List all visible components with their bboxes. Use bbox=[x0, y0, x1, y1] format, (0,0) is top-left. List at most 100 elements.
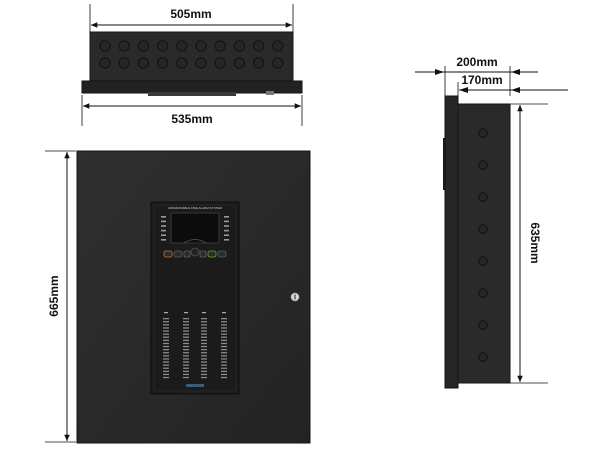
zone-led bbox=[221, 358, 227, 360]
zone-led bbox=[163, 330, 169, 332]
zone-led bbox=[201, 367, 207, 369]
zone-led bbox=[163, 342, 169, 345]
zone-led bbox=[201, 355, 207, 357]
zone-led bbox=[183, 333, 189, 335]
cable-knockout-icon bbox=[478, 320, 488, 330]
zone-led bbox=[221, 321, 227, 323]
cabinet-side-body bbox=[457, 103, 511, 384]
zone-led bbox=[201, 339, 207, 341]
zone-led bbox=[163, 364, 169, 366]
zone-led bbox=[183, 336, 189, 338]
status-led bbox=[224, 216, 229, 218]
zone-led bbox=[183, 376, 189, 379]
zone-led bbox=[163, 376, 169, 379]
zone-led bbox=[201, 342, 207, 345]
svg-text:ADDRESSABLE FIRE ALARM SYSTEM: ADDRESSABLE FIRE ALARM SYSTEM bbox=[168, 206, 223, 210]
zone-header bbox=[202, 312, 206, 314]
zone-led bbox=[163, 339, 169, 341]
status-led bbox=[224, 220, 229, 223]
cable-knockout-icon bbox=[195, 40, 207, 52]
status-led bbox=[224, 239, 229, 241]
zone-header bbox=[222, 312, 226, 314]
zone-led bbox=[221, 367, 227, 369]
cable-knockout-icon bbox=[156, 40, 169, 52]
zone-led bbox=[183, 361, 189, 363]
cabinet-top-body bbox=[89, 31, 294, 83]
zone-led bbox=[221, 330, 227, 332]
zone-led bbox=[201, 336, 207, 338]
zone-led bbox=[201, 318, 207, 320]
zone-led bbox=[163, 349, 169, 351]
zone-led bbox=[201, 373, 207, 376]
side-view: 200mm 170mm 635mm bbox=[415, 55, 568, 389]
zone-led bbox=[221, 355, 227, 357]
zone-led bbox=[183, 324, 189, 326]
cable-knockout-icon bbox=[272, 57, 284, 69]
zone-led bbox=[201, 330, 207, 332]
zone-led bbox=[201, 376, 207, 379]
cabinet-side-flange bbox=[444, 95, 459, 389]
cable-knockout-icon bbox=[478, 224, 488, 234]
cable-knockout-icon bbox=[99, 40, 111, 52]
top-width-label: 505mm bbox=[170, 7, 211, 21]
status-led-column-left bbox=[161, 216, 166, 241]
front-view: 665mm ADDRESSABLE FIRE ALARM SYSTEM bbox=[45, 150, 311, 444]
cable-knockout-icon bbox=[99, 57, 111, 69]
function-keys bbox=[163, 250, 227, 258]
zone-led bbox=[221, 333, 227, 335]
zone-led bbox=[183, 345, 189, 348]
zone-indicator-grid bbox=[163, 312, 227, 379]
zone-led bbox=[221, 373, 227, 376]
zone-led bbox=[221, 349, 227, 351]
zone-led bbox=[221, 361, 227, 363]
zone-led bbox=[221, 336, 227, 338]
zone-led bbox=[183, 373, 189, 376]
cable-knockout-icon bbox=[214, 57, 226, 69]
status-led bbox=[161, 239, 166, 241]
status-led bbox=[161, 229, 166, 232]
cable-knockout-icon bbox=[156, 57, 169, 69]
status-led bbox=[224, 225, 229, 227]
status-led bbox=[161, 216, 166, 218]
zone-led bbox=[183, 330, 189, 332]
front-height-label: 665mm bbox=[47, 275, 61, 316]
status-led-column-right bbox=[224, 216, 229, 241]
cable-knockout-icon bbox=[137, 40, 150, 52]
zone-led bbox=[163, 321, 169, 323]
zone-led bbox=[183, 321, 189, 323]
status-led bbox=[224, 234, 229, 236]
zone-led bbox=[163, 336, 169, 338]
outer-depth-label: 200mm bbox=[456, 55, 497, 69]
lock-icon bbox=[290, 292, 300, 302]
zone-led bbox=[163, 373, 169, 376]
cable-knockout-icon bbox=[176, 40, 188, 52]
zone-header bbox=[184, 312, 188, 314]
cable-knockout-icon bbox=[478, 192, 488, 202]
zone-led bbox=[201, 345, 207, 348]
zone-led bbox=[201, 358, 207, 360]
status-led bbox=[161, 234, 166, 236]
zone-led bbox=[201, 361, 207, 363]
top-view: 505mm 535mm bbox=[81, 4, 303, 126]
cable-knockout-icon bbox=[478, 128, 488, 138]
side-height-label: 635mm bbox=[528, 222, 542, 263]
zone-led bbox=[183, 339, 189, 341]
zone-led bbox=[201, 324, 207, 326]
zone-led bbox=[221, 376, 227, 379]
cable-knockout-icon bbox=[478, 352, 488, 362]
zone-led bbox=[221, 318, 227, 320]
zone-led bbox=[163, 333, 169, 335]
zone-led bbox=[163, 355, 169, 357]
cable-knockout-icon bbox=[118, 57, 130, 69]
zone-led bbox=[183, 327, 189, 329]
zone-led bbox=[183, 342, 189, 345]
cable-knockout-icon bbox=[214, 40, 226, 52]
zone-led bbox=[221, 370, 227, 372]
zone-led bbox=[221, 327, 227, 329]
cable-knockout-icon bbox=[252, 57, 265, 69]
zone-led bbox=[221, 342, 227, 345]
zone-led bbox=[221, 364, 227, 366]
inner-depth-label: 170mm bbox=[461, 73, 502, 87]
zone-led bbox=[163, 327, 169, 329]
